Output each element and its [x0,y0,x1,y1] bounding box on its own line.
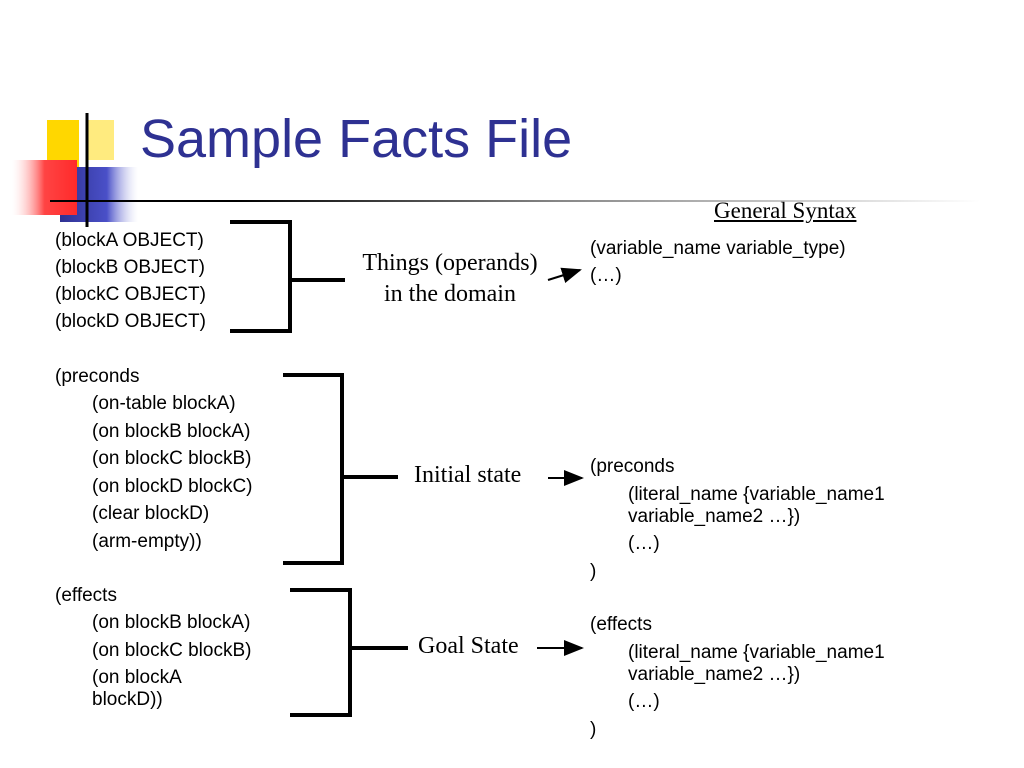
object-line: (blockD OBJECT) [55,311,206,332]
objects-label: Things (operands) in the domain [345,248,555,310]
precond-line: (on blockB blockA) [92,420,251,442]
objects-label-line1: Things (operands) [362,250,538,276]
precond-line: (on blockC blockB) [92,448,252,469]
objects-label-line2: in the domain [384,281,516,308]
preconds-list: (on-table blockA) (on blockB blockA) (on… [92,393,253,558]
effect-line: (on blockB blockA) [92,612,251,633]
arrow-objects [547,267,582,284]
red-square [12,160,77,215]
precond-line: (on-table blockA) [92,393,236,414]
object-line: (blockB OBJECT) [55,257,205,278]
effects-header: (effects [55,585,117,606]
syntax-preconds-literal: (literal_name {variable_name1 variable_n… [628,484,885,527]
syntax-objects-line1: (variable_name variable_type) [590,238,846,259]
precond-line: (arm-empty)) [92,530,202,552]
preconds-bracket [283,373,398,565]
decorative-logo [12,113,138,227]
effect-line: (on blockA blockD)) [92,667,181,710]
object-line: (blockC OBJECT) [55,284,206,305]
objects-list: (blockA OBJECT) (blockB OBJECT) (blockC … [55,230,206,338]
syntax-effects-close: ) [590,719,597,740]
syntax-effects-header: (effects [590,614,652,635]
syntax-effects-literal: (literal_name {variable_name1 variable_n… [628,642,885,685]
precond-line: (on blockD blockC) [92,475,253,497]
syntax-preconds-more: (…) [628,533,660,554]
objects-bracket [230,220,345,333]
effects-list: (on blockB blockA) (on blockC blockB) (o… [92,612,251,711]
syntax-objects-line2: (…) [590,265,622,286]
title-underline [50,200,980,202]
syntax-preconds-header: (preconds [590,456,675,477]
syntax-effects-more: (…) [628,691,660,712]
precond-line: (clear blockD) [92,503,210,524]
initial-state-label: Initial state [414,462,522,488]
slide-title: Sample Facts File [140,109,573,169]
goal-state-label: Goal State [418,633,519,659]
object-line: (blockA OBJECT) [55,230,204,251]
effects-bracket [290,588,408,717]
preconds-header: (preconds [55,366,140,387]
syntax-preconds-close: ) [590,561,597,582]
effect-line: (on blockC blockB) [92,639,252,661]
general-syntax-heading: General Syntax [714,198,857,223]
